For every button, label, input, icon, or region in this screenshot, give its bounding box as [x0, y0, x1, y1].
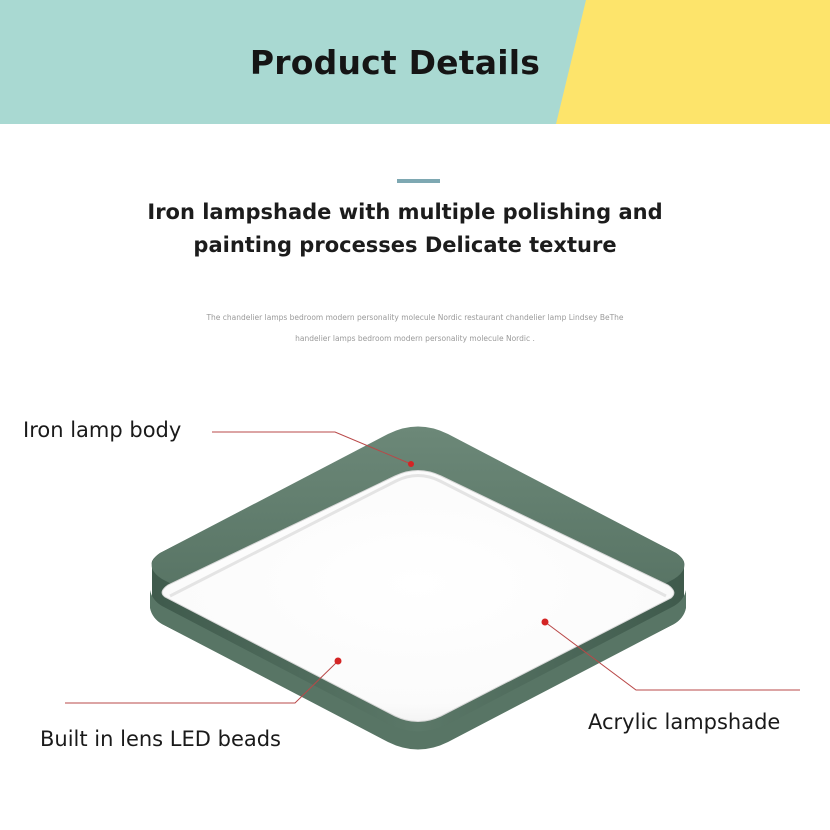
dot-body [408, 461, 414, 467]
headline-line-2: painting processes Delicate texture [193, 233, 617, 257]
leader-line-body [212, 431, 412, 465]
description-line-1: The chandelier lamps bedroom modern pers… [206, 313, 624, 322]
panel-inner-shadow [169, 474, 667, 598]
feature-headline: Iron lampshade with multiple polishing a… [0, 196, 810, 262]
label-acrylic-lampshade: Acrylic lampshade [588, 710, 781, 734]
headline-line-1: Iron lampshade with multiple polishing a… [147, 200, 663, 224]
lamp-frame-rim [150, 590, 686, 750]
lamp-illustration [65, 426, 800, 750]
section-divider [397, 179, 440, 183]
banner-background [0, 0, 830, 124]
label-led-beads: Built in lens LED beads [40, 727, 281, 751]
leader-line-beads [65, 660, 339, 704]
dot-acrylic [541, 618, 549, 626]
leader-line-acrylic [544, 621, 800, 691]
header-banner: Product Details [0, 0, 830, 124]
description-line-2: handelier lamps bedroom modern personali… [295, 334, 535, 343]
page-title: Product Details [249, 43, 541, 82]
acrylic-panel [161, 470, 675, 722]
dot-beads [334, 657, 342, 665]
label-iron-lamp-body: Iron lamp body [23, 418, 182, 442]
